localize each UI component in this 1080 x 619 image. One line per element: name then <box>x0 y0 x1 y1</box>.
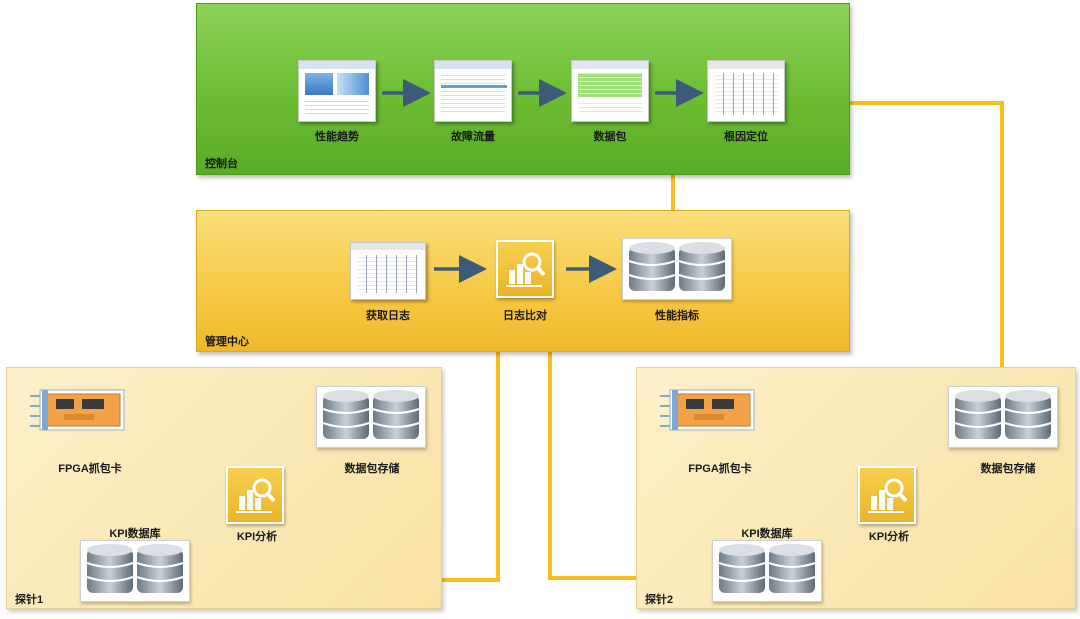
probe2-title: 探针2 <box>645 594 674 606</box>
step-log-compare: 日志比对 <box>503 310 547 322</box>
probe1-kpi-analysis-tile <box>226 466 284 524</box>
capture-card-icon <box>660 389 755 431</box>
database-icon <box>322 390 420 439</box>
step-packet: 数据包 <box>593 131 627 143</box>
fault-traffic-thumbnail <box>434 60 512 122</box>
chart-magnifier-icon <box>506 252 546 287</box>
root-cause-thumbnail <box>707 60 785 122</box>
probe2-kpi-database <box>712 540 822 602</box>
probe2-kpi-db-label: KPI数据库 <box>741 528 793 540</box>
probe1-kpi-db-label: KPI数据库 <box>109 528 161 540</box>
performance-metrics-db <box>622 238 732 300</box>
probe2-analysis-label: KPI分析 <box>868 531 910 543</box>
probe1-fpga-card <box>30 386 128 440</box>
management-title: 管理中心 <box>205 336 249 348</box>
console-title: 控制台 <box>205 158 238 170</box>
probe2-packet-storage <box>948 386 1058 448</box>
database-icon <box>954 390 1052 439</box>
probe1-fpga-label: FPGA抓包卡 <box>58 463 122 475</box>
database-icon <box>628 242 726 291</box>
step-performance-metrics: 性能指标 <box>655 310 699 322</box>
step-performance-trend: 性能趋势 <box>315 131 359 143</box>
get-log-thumbnail <box>350 242 426 300</box>
probe1-packet-storage <box>316 386 426 448</box>
step-fault-traffic: 故障流量 <box>451 131 495 143</box>
chart-magnifier-icon <box>868 478 908 513</box>
probe1-analysis-label: KPI分析 <box>236 531 278 543</box>
log-compare-tile <box>496 240 554 298</box>
packet-thumbnail <box>571 60 649 122</box>
probe2-fpga-card <box>660 386 758 440</box>
capture-card-icon <box>30 389 125 431</box>
step-root-cause: 根因定位 <box>724 131 768 143</box>
probe2-storage-label: 数据包存储 <box>980 463 1036 475</box>
console-probe2-link <box>850 101 1004 385</box>
probe1-title: 探针1 <box>15 594 44 606</box>
probe1-kpi-database <box>80 540 190 602</box>
database-icon <box>718 544 816 593</box>
probe2-kpi-analysis-tile <box>858 466 916 524</box>
probe1-storage-label: 数据包存储 <box>344 463 400 475</box>
chart-magnifier-icon <box>236 478 276 513</box>
step-get-log: 获取日志 <box>366 310 410 322</box>
probe2-fpga-label: FPGA抓包卡 <box>688 463 752 475</box>
performance-trend-thumbnail <box>298 60 376 122</box>
database-icon <box>86 544 184 593</box>
